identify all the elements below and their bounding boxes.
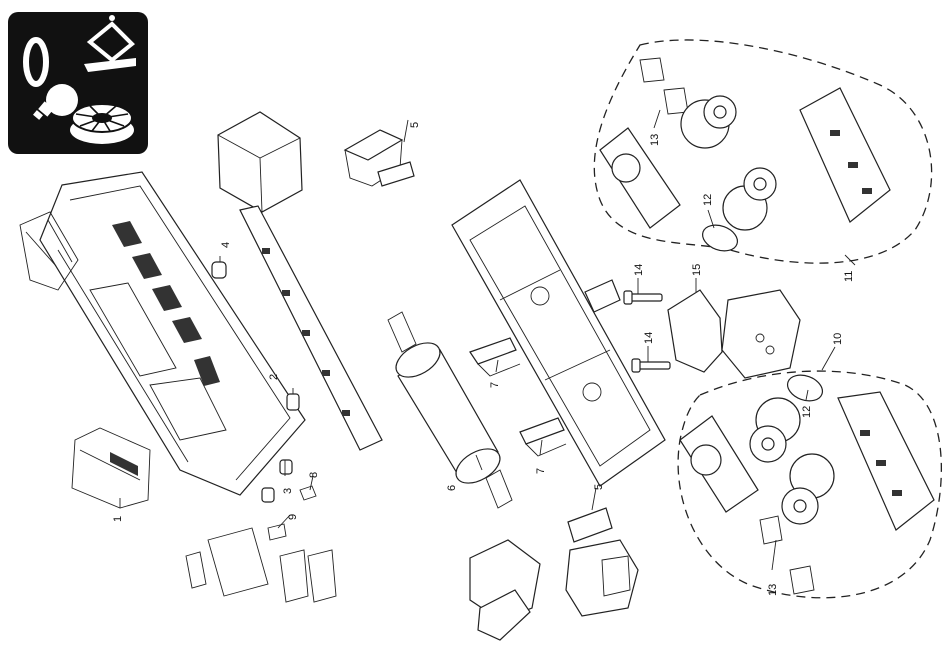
part-1-handrail <box>72 428 150 508</box>
label-part-3: 3 <box>282 488 294 494</box>
label-part-11: 11 <box>843 271 855 282</box>
light-guide-housing <box>218 112 302 212</box>
bottom-light-housing <box>470 540 540 640</box>
part-5-light-guide-bottom <box>568 508 612 542</box>
label-part-14-top: 14 <box>633 264 645 276</box>
label-part-4: 4 <box>220 242 232 248</box>
label-part-13-bottom: 13 <box>767 584 779 596</box>
label-part-14-bottom: 14 <box>643 332 655 344</box>
label-part-1: 1 <box>112 516 124 522</box>
label-part-7-top: 7 <box>489 382 501 388</box>
label-part-12-bottom: 12 <box>801 406 813 418</box>
upper-wheelset-2 <box>723 168 776 230</box>
part-14-screw-top <box>624 291 662 304</box>
part-8-coupler-pin <box>300 486 316 500</box>
part-7-motor-clip-bottom <box>520 418 566 456</box>
upper-wheelset-1 <box>681 96 736 148</box>
bottom-left-brackets <box>186 528 336 602</box>
part-7-motor-clip-top <box>470 338 520 376</box>
part-15-weight-block <box>668 290 722 372</box>
label-part-6: 6 <box>446 485 458 491</box>
wheel-icon <box>70 104 134 144</box>
part-14-screw-bottom <box>632 359 670 372</box>
decoder-bracket <box>722 290 800 378</box>
lower-wheelset-1 <box>750 398 800 462</box>
label-part-7-bottom: 7 <box>535 468 547 474</box>
label-part-10: 10 <box>832 333 844 345</box>
label-part-2: 2 <box>268 374 280 380</box>
label-part-9: 9 <box>287 514 299 520</box>
label-part-5-bottom: 5 <box>593 484 605 490</box>
part-3-buffer <box>262 460 292 502</box>
part-9-coupler-pin <box>268 524 286 540</box>
part-2-bulb-holder <box>287 394 299 410</box>
maintenance-icon-badge <box>8 12 148 154</box>
part-5-light-guide <box>345 130 414 186</box>
bogie-assembly-11 <box>594 40 931 263</box>
label-part-8: 8 <box>308 472 320 478</box>
label-part-13-top: 13 <box>649 134 661 146</box>
label-part-12-top: 12 <box>702 194 714 206</box>
lower-wheelset-2 <box>782 454 834 524</box>
bottom-cab-block <box>566 540 638 616</box>
label-part-15: 15 <box>691 264 703 276</box>
part-6-motor <box>388 312 512 508</box>
part-4-bulb <box>212 262 226 278</box>
label-part-5-top: 5 <box>409 122 421 128</box>
bogie-assembly-10 <box>678 371 941 598</box>
